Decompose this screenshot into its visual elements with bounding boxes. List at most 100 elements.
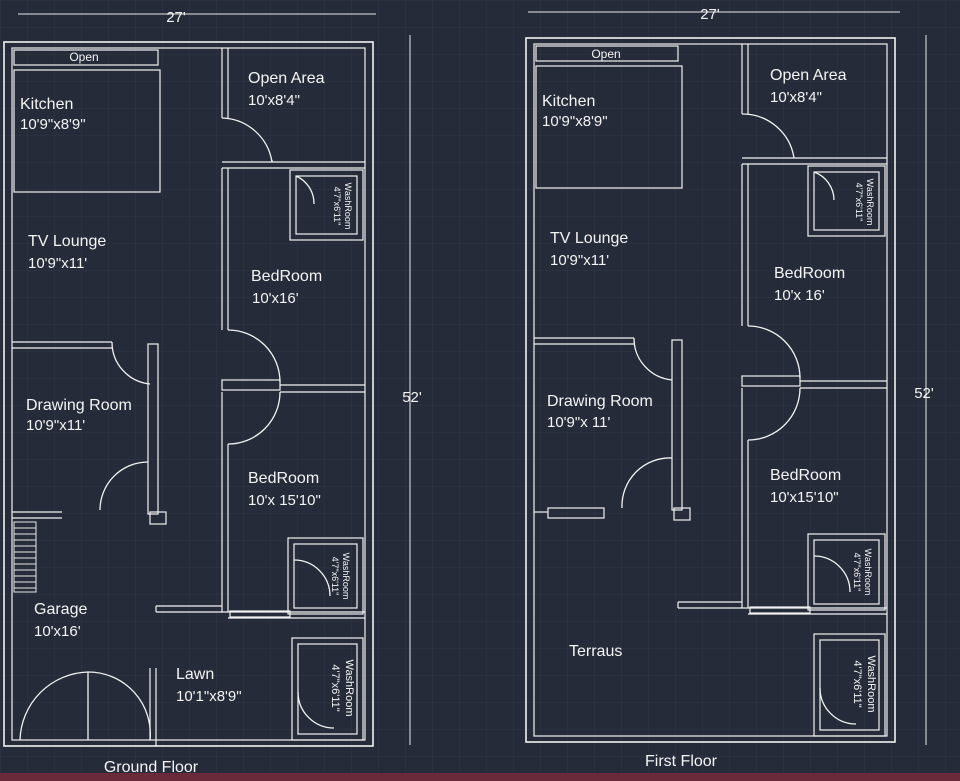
gf-window	[229, 610, 291, 618]
ff-washroom-bottom-box	[813, 633, 886, 737]
ff-washroom-mid-size: 4'7"x6'11"	[852, 553, 862, 592]
ff-kitchen-box	[535, 65, 683, 189]
ff-washroom-top-box	[807, 165, 886, 237]
gf-open-label: Open	[69, 50, 98, 64]
gf-drawing-name: Drawing Room	[26, 397, 132, 414]
ff-door-swing	[741, 113, 795, 159]
gf-bedroom1-name: BedRoom	[251, 268, 322, 285]
ff-drawing-size: 10'9"x 11'	[547, 414, 610, 431]
ff-open-strip	[535, 45, 679, 62]
ff-wall-stub	[673, 507, 691, 521]
gf-door-swing	[111, 341, 151, 385]
gf-gate-door-right	[87, 671, 151, 741]
ff-tv-lounge-name: TV Lounge	[550, 230, 628, 247]
gf-title: Ground Floor	[104, 759, 199, 776]
ff-door-swing	[813, 555, 851, 593]
gf-door-swing	[227, 391, 281, 445]
gf-drawing-size: 10'9"x11'	[26, 417, 85, 434]
ff-window	[749, 606, 811, 614]
ff-tv-lounge-size: 10'9"x11'	[550, 252, 609, 269]
gf-open-strip	[13, 49, 159, 66]
ff-washroom-bottom-size: 4'7"x6'11"	[851, 660, 863, 707]
ff-washroom-mid-name: WashRoom	[863, 549, 873, 596]
gf-washroom-top-inner	[295, 175, 358, 235]
ff-open-area-size: 10'x8'4"	[770, 89, 822, 106]
gf-washroom-mid-size: 4'7"x6'11"	[330, 557, 340, 596]
gf-door-swing	[221, 117, 273, 163]
ff-drawing-name: Drawing Room	[547, 393, 653, 410]
gf-wall-stub	[149, 511, 167, 525]
ground-floor-plan	[3, 13, 411, 747]
gf-garage-size: 10'x16'	[34, 623, 81, 640]
ff-washroom-mid-inner	[813, 539, 880, 605]
first-floor-plan	[525, 11, 927, 745]
ff-width-dim-label: 27'	[700, 6, 720, 23]
bottom-edge	[0, 773, 960, 781]
ff-washroom-bottom-inner	[819, 639, 880, 731]
gf-washroom-top-size: 4'7"x6'11"	[332, 187, 342, 226]
gf-washroom-mid-name: WashRoom	[341, 553, 351, 600]
gf-kitchen-size: 10'9"x8'9"	[20, 116, 86, 133]
ff-washroom-mid-box	[807, 533, 886, 611]
ff-door-swing	[633, 337, 673, 381]
ff-bedroom1-size: 10'x 16'	[774, 287, 825, 304]
gf-height-dim-label: 52'	[402, 389, 422, 406]
ff-window	[547, 507, 605, 519]
ff-drawing-right-wall	[671, 339, 683, 511]
gf-width-dim-label: 27'	[166, 9, 186, 26]
gf-door-swing	[99, 461, 149, 511]
ff-open-area-name: Open Area	[770, 67, 847, 84]
gf-bedroom2-name: BedRoom	[248, 470, 319, 487]
gf-garage-name: Garage	[34, 601, 87, 618]
gf-washroom-top-name: WashRoom	[343, 183, 353, 230]
gf-tv-lounge-name: TV Lounge	[28, 233, 106, 250]
gf-lawn-name: Lawn	[176, 666, 214, 683]
ff-outer-wall-inner	[533, 43, 888, 737]
ff-height-dim-label: 52'	[914, 385, 934, 402]
ff-kitchen-size: 10'9"x8'9"	[542, 113, 608, 130]
ff-door-swing	[819, 687, 857, 725]
gf-bedroom1-size: 10'x16'	[252, 290, 299, 307]
gf-lawn-size: 10'1"x8'9"	[176, 688, 242, 705]
ff-bedroom2-name: BedRoom	[770, 467, 841, 484]
ff-washroom-top-size: 4'7"x6'11"	[854, 183, 864, 222]
ff-terrace-name: Terraus	[569, 643, 622, 660]
gf-staircase	[13, 521, 37, 593]
gf-open-area-size: 10'x8'4"	[248, 92, 300, 109]
gf-washroom-bottom-inner	[297, 643, 358, 735]
gf-gate-door-left	[19, 671, 89, 741]
gf-drawing-right-wall	[147, 343, 159, 515]
ff-washroom-bottom-name: WashRoom	[865, 655, 877, 712]
ff-kitchen-name: Kitchen	[542, 93, 595, 110]
gf-washroom-mid-box	[287, 537, 364, 615]
gf-outer-wall-inner	[11, 47, 366, 741]
gf-door-swing	[227, 329, 281, 383]
ff-outer-wall-outer	[525, 37, 896, 743]
gf-outer-wall-outer	[3, 41, 374, 747]
gf-door-swing	[297, 691, 335, 729]
gf-door-swing	[295, 175, 315, 205]
gf-tv-lounge-size: 10'9"x11'	[28, 255, 87, 272]
gf-bedroom2-size: 10'x 15'10"	[248, 492, 321, 509]
gf-washroom-top-box	[289, 169, 364, 241]
ff-open-label: Open	[591, 47, 620, 61]
ff-washroom-top-inner	[813, 171, 880, 231]
ff-door-swing	[621, 457, 673, 509]
gf-washroom-bottom-size: 4'7"x6'11"	[329, 664, 341, 711]
gf-washroom-bottom-name: WashRoom	[343, 659, 355, 716]
gf-kitchen-box	[13, 69, 161, 193]
ff-title: First Floor	[645, 753, 718, 770]
gf-door-swing	[293, 559, 331, 597]
ff-bedroom2-size: 10'x15'10"	[770, 489, 839, 506]
ff-door-swing	[747, 387, 801, 441]
gf-open-area-name: Open Area	[248, 70, 325, 87]
gf-kitchen-name: Kitchen	[20, 96, 73, 113]
ff-bedroom1-name: BedRoom	[774, 265, 845, 282]
gf-washroom-mid-inner	[293, 543, 358, 609]
ff-washroom-top-name: WashRoom	[865, 179, 875, 226]
ff-door-swing	[747, 325, 801, 379]
ff-door-swing	[813, 171, 835, 201]
